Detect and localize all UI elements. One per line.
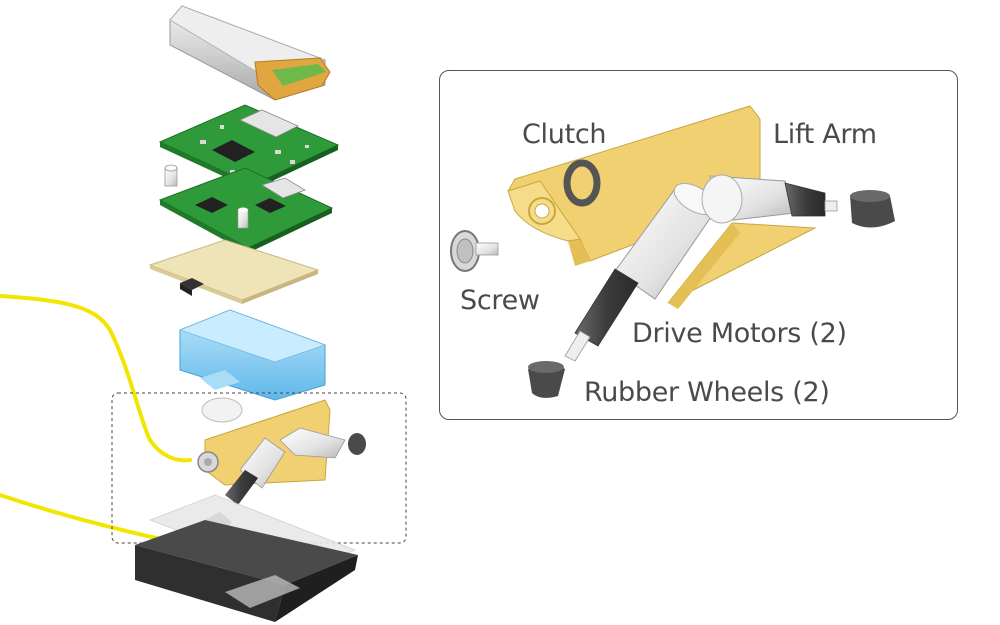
wedge-plate <box>667 222 817 309</box>
rubber-wheel-lower <box>528 361 565 398</box>
label-rubber-wheels: Rubber Wheels (2) <box>584 377 830 408</box>
clutch-ring <box>563 159 601 207</box>
detail-callout-panel: Clutch Lift Arm Screw Drive Motors (2) R… <box>439 70 958 420</box>
detail-region-outline <box>111 392 407 544</box>
drive-motor-upper <box>701 174 838 224</box>
servo-housing <box>178 309 327 401</box>
sensor-board <box>148 239 320 304</box>
drive-assembly-detail <box>450 105 895 398</box>
standoff-spacer <box>164 164 178 187</box>
screw-part <box>450 230 499 272</box>
motor-driver-board <box>158 167 334 253</box>
rubber-wheel-upper <box>850 190 895 228</box>
drive-motor-lower <box>564 183 717 362</box>
base-platform <box>135 494 358 622</box>
label-screw: Screw <box>460 285 540 316</box>
battery-pack <box>169 5 331 101</box>
label-clutch: Clutch <box>522 119 607 150</box>
label-drive-motors: Drive Motors (2) <box>632 318 847 349</box>
label-lift-arm: Lift Arm <box>773 119 877 150</box>
lift-arm-bracket <box>507 105 761 266</box>
